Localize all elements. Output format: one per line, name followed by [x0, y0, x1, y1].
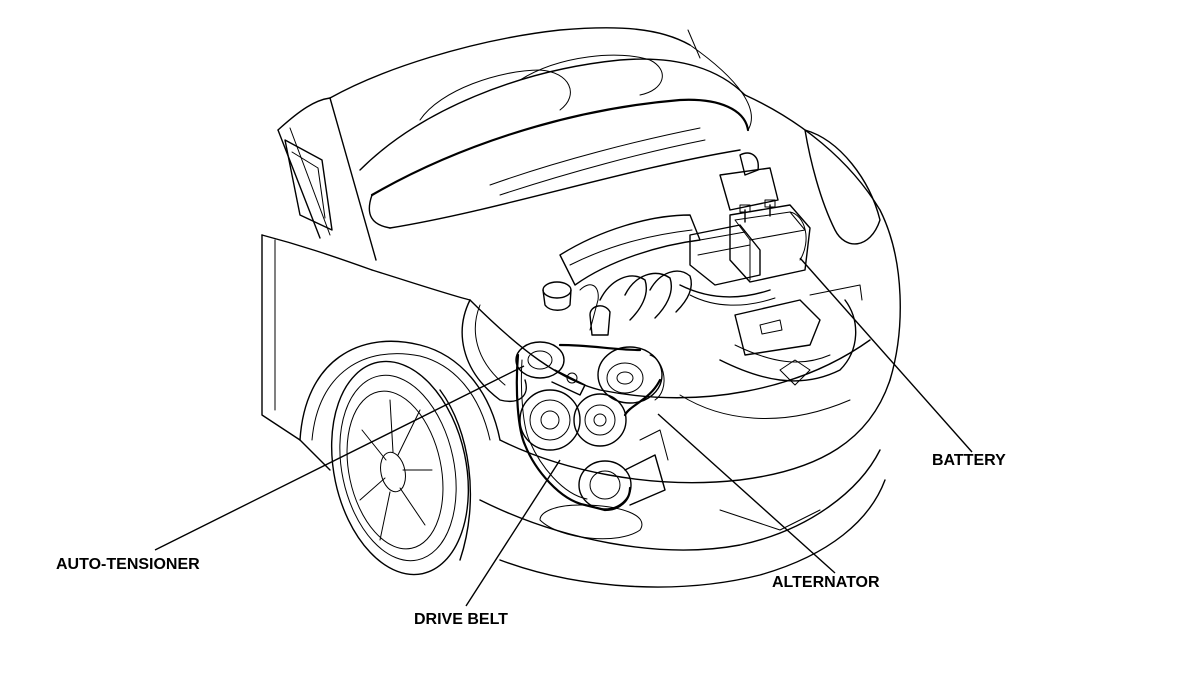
front-bumper: [461, 94, 901, 588]
battery-label: BATTERY: [932, 452, 1006, 469]
battery-unit: [729, 199, 811, 283]
leader-alternator: [657, 413, 836, 574]
drive-belt-label: DRIVE BELT: [414, 611, 508, 628]
front-wheel: [330, 360, 472, 576]
leader-lines: [154, 257, 973, 607]
alternator-label: ALTERNATOR: [772, 574, 880, 591]
leader-drive-belt: [465, 459, 561, 607]
belt-system: [515, 341, 669, 512]
car-body: [261, 97, 501, 471]
leader-auto-tensioner: [154, 365, 525, 551]
auto-tensioner-label: AUTO-TENSIONER: [56, 556, 200, 573]
fuse-box: [734, 284, 863, 356]
engine-bay: [542, 152, 779, 336]
leader-battery: [799, 257, 973, 453]
open-hood: [329, 27, 752, 229]
